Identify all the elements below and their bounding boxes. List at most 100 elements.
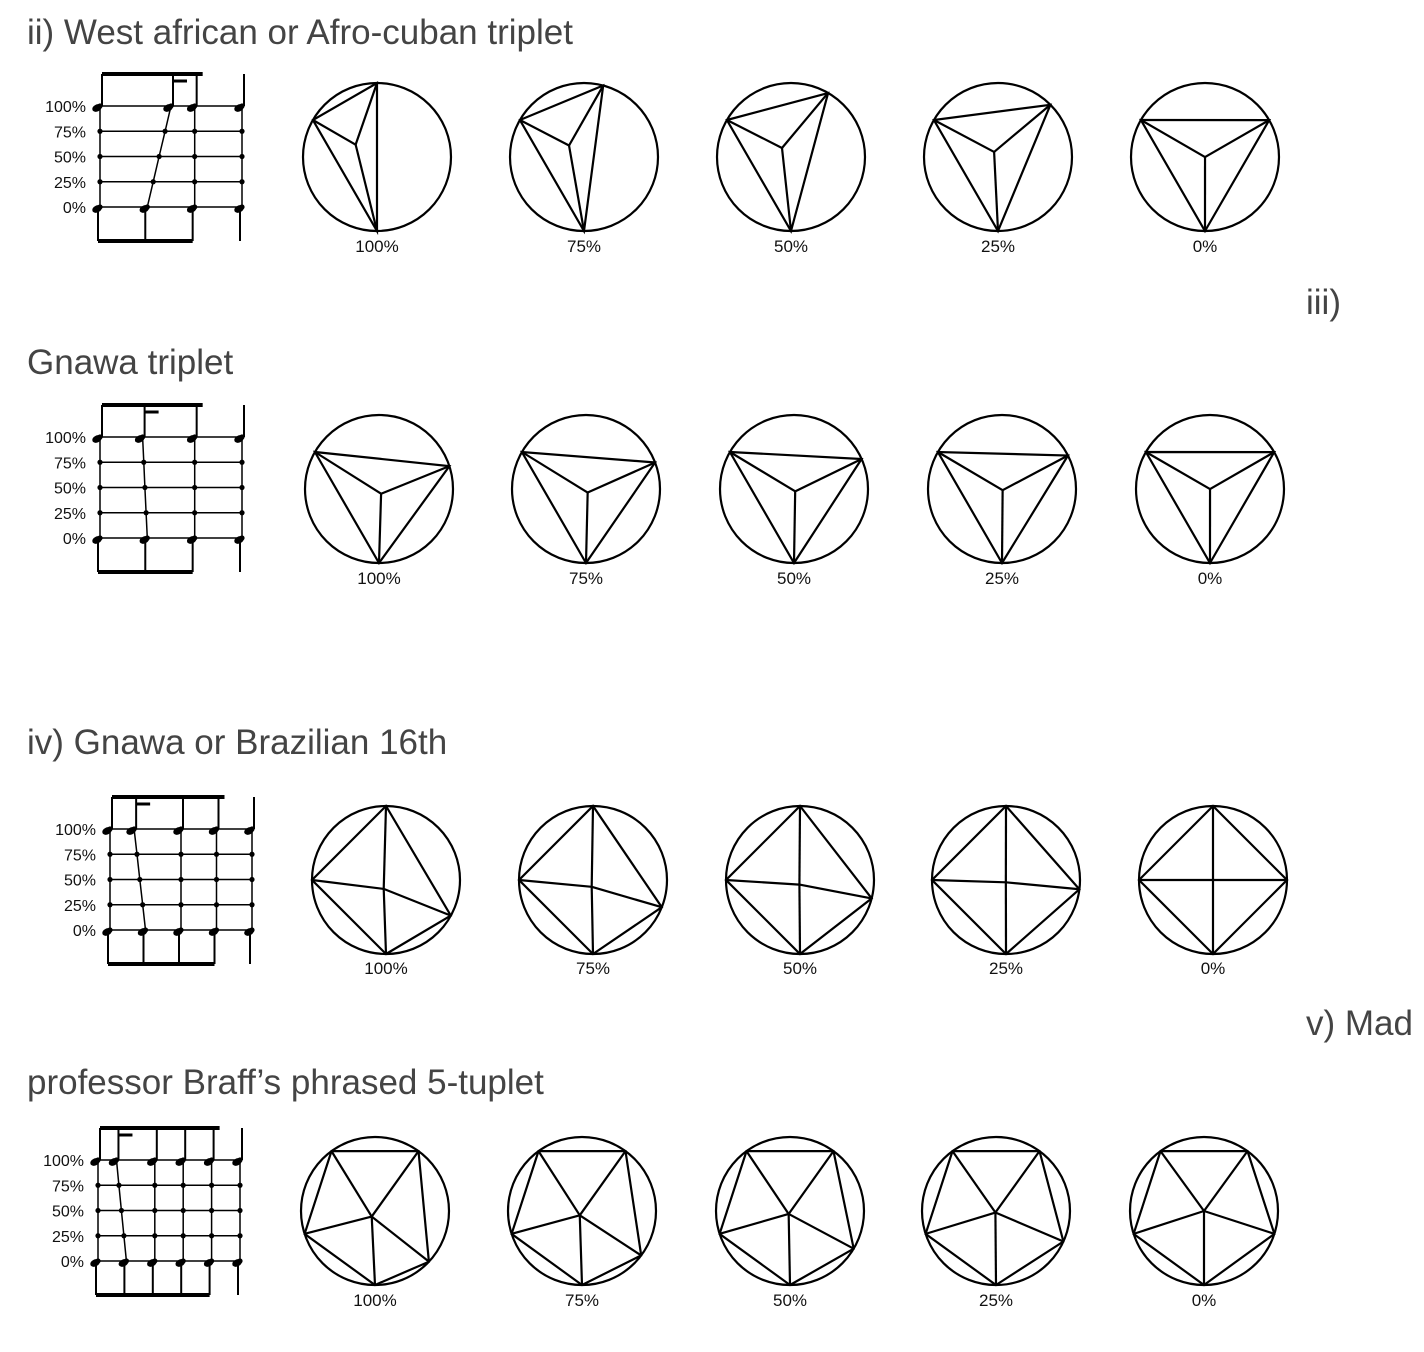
grid-level-label: 25% <box>54 506 86 523</box>
centroid-spoke <box>537 1150 581 1216</box>
grid-dot <box>97 179 103 185</box>
onset-polygon <box>518 83 605 235</box>
grid-level-label: 75% <box>54 455 86 472</box>
circle-caption: 25% <box>985 569 1019 588</box>
onset-polygon <box>1143 450 1277 566</box>
grid-level-label: 100% <box>45 99 86 116</box>
circle-caption: 0% <box>1198 569 1223 588</box>
timing-grid-v: 100%75%50%25%0% <box>43 1126 243 1297</box>
centroid-spoke <box>590 805 595 887</box>
onset-polygon <box>312 450 452 566</box>
centroid-spoke <box>382 805 388 889</box>
grid-dot <box>192 510 198 516</box>
circle-caption: 75% <box>569 569 603 588</box>
grid-dot <box>150 179 156 185</box>
note-head <box>186 435 197 443</box>
grid-dot <box>134 851 140 857</box>
circle-caption: 0% <box>1192 1291 1217 1310</box>
centroid-spoke <box>994 1211 1064 1243</box>
heading-gnawa-triplet: Gnawa triplet <box>27 343 234 382</box>
grid-dot <box>249 876 255 883</box>
circle-caption: 100% <box>357 569 400 588</box>
grid-dot <box>97 484 103 491</box>
centroid-spoke <box>1209 451 1275 490</box>
grid-dot <box>97 128 103 134</box>
rhythm-circle-iv-1: 75% <box>517 804 669 978</box>
onset-polygon <box>725 91 830 234</box>
note-head <box>108 1158 119 1166</box>
note-head <box>92 435 102 443</box>
grid-level-label: 25% <box>54 175 86 192</box>
circle-caption: 75% <box>567 237 601 256</box>
onset-polygon <box>1132 1149 1276 1287</box>
centroid-spoke <box>1203 1209 1275 1235</box>
rhythm-circle-iv-0: 100% <box>310 804 462 978</box>
grid-dot <box>180 1233 186 1239</box>
grid-dot <box>137 876 143 883</box>
grid-dot <box>209 1207 215 1214</box>
rhythm-circle-ii-0: 100% <box>301 81 453 256</box>
grid-level-label: 75% <box>54 124 86 141</box>
centroid-spoke <box>1005 881 1080 891</box>
grid-dot <box>192 459 198 465</box>
onset-polygon <box>303 1149 431 1287</box>
centroid-spoke <box>1204 119 1270 158</box>
grid-dot <box>97 153 103 160</box>
grid-dot <box>162 128 168 134</box>
centroid-spoke <box>799 883 872 900</box>
grid-dot <box>239 510 245 516</box>
centroid-spoke <box>794 457 863 493</box>
rhythm-circle-v-1: 75% <box>506 1135 658 1310</box>
centroid-spoke <box>370 1150 420 1218</box>
onset-polygon <box>519 450 658 566</box>
circle-caption: 50% <box>783 959 817 978</box>
timing-grid-iii: 100%75%50%25%0% <box>45 403 245 574</box>
rhythm-circle-iii-1: 75% <box>510 413 662 588</box>
circle-caption: 75% <box>565 1291 599 1310</box>
grid-level-label: 75% <box>64 847 96 864</box>
grid-dot <box>180 1182 186 1188</box>
heading-braff-5-tuplet: professor Braff’s phrased 5-tuplet <box>27 1063 544 1102</box>
grid-dot <box>239 153 245 160</box>
centroid-spoke <box>312 119 357 146</box>
rhythm-circle-iii-3: 25% <box>926 413 1078 588</box>
note-head <box>102 827 112 835</box>
centroid-spoke <box>371 1215 430 1263</box>
centroid-spoke <box>993 103 1052 153</box>
grid-dot <box>192 153 198 160</box>
circle-caption: 75% <box>576 959 610 978</box>
rhythm-circle-v-0: 100% <box>299 1135 451 1310</box>
centroid-spoke <box>925 1211 996 1235</box>
centroid-spoke <box>933 119 995 153</box>
rhythm-circle-iii-4: 0% <box>1134 413 1286 588</box>
grid-dot <box>239 459 245 465</box>
timing-grid-iv: 100%75%50%25%0% <box>55 795 255 966</box>
rhythm-circle-v-3: 25% <box>920 1135 1072 1310</box>
grid-level-label: 50% <box>64 873 96 890</box>
rhythm-circle-v-2: 50% <box>714 1135 866 1310</box>
centroid-spoke <box>798 884 802 955</box>
centroid-spoke <box>1002 454 1069 492</box>
grid-dot <box>237 1233 243 1239</box>
onset-polygon <box>924 1149 1065 1287</box>
grid-dot <box>192 128 198 134</box>
grid-dot <box>192 179 198 185</box>
rhythm-circle-iii-0: 100% <box>303 413 455 588</box>
centroid-spoke <box>787 1150 835 1215</box>
heading-west-african-triplet: ii) West african or Afro-cuban triplet <box>27 13 573 52</box>
timing-grid-ii: 100%75%50%25%0% <box>45 72 245 243</box>
centroid-spoke <box>518 878 592 888</box>
centroid-spoke <box>1145 451 1211 490</box>
grid-dot <box>209 1182 215 1188</box>
grid-level-label: 100% <box>55 822 96 839</box>
grid-dot <box>249 902 255 908</box>
centroid-spoke <box>354 82 379 146</box>
onset-polygon <box>1138 118 1272 234</box>
grid-dot <box>213 876 220 883</box>
centroid-spoke <box>719 1212 789 1235</box>
grid-dot <box>178 876 184 883</box>
centroid-spoke <box>1203 1150 1249 1212</box>
grid-dot <box>95 1207 101 1214</box>
grid-dot <box>143 510 149 516</box>
